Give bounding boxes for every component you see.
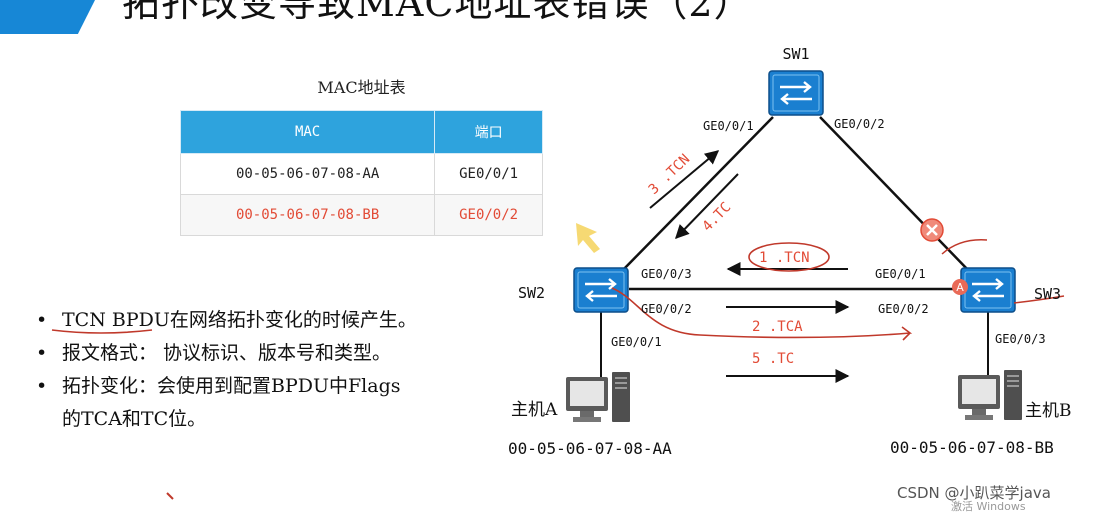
port-label: GE0/0/3 <box>995 332 1046 346</box>
link-failure-icon <box>920 218 944 242</box>
column-header-mac: MAC <box>179 110 436 154</box>
table-row-highlighted: 00-05-06-07-08-BB GE0/0/2 <box>179 194 543 236</box>
host-a-mac: 00-05-06-07-08-AA <box>508 439 672 458</box>
windows-watermark: 激活 Windows <box>951 500 1026 513</box>
annotation-mark <box>941 239 988 255</box>
column-header-port: 端口 <box>434 110 543 154</box>
port-cell: GE0/0/2 <box>434 194 543 236</box>
sw3-label: SW3 <box>1034 285 1061 303</box>
bullet-text-line: 拓扑变化：会使用到配置BPDU中Flags <box>62 375 401 397</box>
sw1-label: SW1 <box>782 45 809 63</box>
message-label: 1 .TCN <box>759 250 810 266</box>
host-b-label: 主机B <box>1025 401 1072 421</box>
csdn-watermark: CSDN @小趴菜学java <box>897 484 1051 502</box>
bullet-text-line: 的TCA和TC位。 <box>62 408 207 430</box>
link-sw1-sw3 <box>819 116 971 273</box>
mac-table: MAC 端口 00-05-06-07-08-AA GE0/0/1 00-05-0… <box>179 110 543 236</box>
arrow-tcn-up <box>649 150 720 209</box>
message-label: 5 .TC <box>752 351 794 367</box>
port-label: GE0/0/1 <box>611 335 662 349</box>
switch-sw1-icon <box>767 69 825 117</box>
table-row: 00-05-06-07-08-AA GE0/0/1 <box>179 153 543 195</box>
port-label: GE0/0/2 <box>641 302 692 316</box>
bullet-text: TCN BPDU在网络拓扑变化的时候产生。 <box>62 309 417 331</box>
annotation-mark <box>166 492 174 500</box>
mac-cell: 00-05-06-07-08-BB <box>179 194 436 236</box>
mac-cell: 00-05-06-07-08-AA <box>179 153 436 195</box>
bullet-text: 报文格式： 协议标识、版本号和类型。 <box>62 342 392 364</box>
host-a-icon <box>566 372 630 422</box>
annotation-underline <box>51 329 153 334</box>
bullet-item: TCN BPDU在网络拓扑变化的时候产生。 <box>34 304 417 337</box>
header-icon <box>0 0 95 34</box>
annotation-circle <box>748 242 830 272</box>
message-label: 2 .TCA <box>752 319 803 335</box>
page-title: 拓扑改变导致MAC地址表错误（2） <box>122 0 753 25</box>
arrow-tc-down <box>675 173 739 240</box>
port-label: GE0/0/2 <box>834 117 885 131</box>
bullet-item: 报文格式： 协议标识、版本号和类型。 <box>34 337 417 370</box>
link-sw1-sw2 <box>620 116 774 273</box>
switch-sw3-icon <box>959 266 1017 314</box>
bullet-item: 拓扑变化：会使用到配置BPDU中Flags 的TCA和TC位。 <box>34 370 417 436</box>
annotation-arrow <box>611 287 913 341</box>
host-a-label: 主机A <box>511 400 558 420</box>
port-label: GE0/0/3 <box>641 267 692 281</box>
bullet-list: TCN BPDU在网络拓扑变化的时候产生。 报文格式： 协议标识、版本号和类型。… <box>34 304 417 436</box>
switch-sw2-icon <box>572 266 630 314</box>
table-header-row: MAC 端口 <box>179 110 543 154</box>
message-label: 4.TC <box>699 199 734 234</box>
svg-text:A: A <box>956 281 964 294</box>
port-label: GE0/0/1 <box>875 267 926 281</box>
host-b-mac: 00-05-06-07-08-BB <box>890 438 1054 457</box>
mac-table-caption: MAC地址表 <box>317 78 406 97</box>
port-label: GE0/0/1 <box>703 119 754 133</box>
host-b-icon <box>958 370 1022 420</box>
sw2-label: SW2 <box>518 284 545 302</box>
annotation-mark <box>1013 295 1065 304</box>
pointer-icon <box>576 223 600 253</box>
port-badge-icon: A <box>952 279 968 295</box>
port-label: GE0/0/2 <box>878 302 929 316</box>
